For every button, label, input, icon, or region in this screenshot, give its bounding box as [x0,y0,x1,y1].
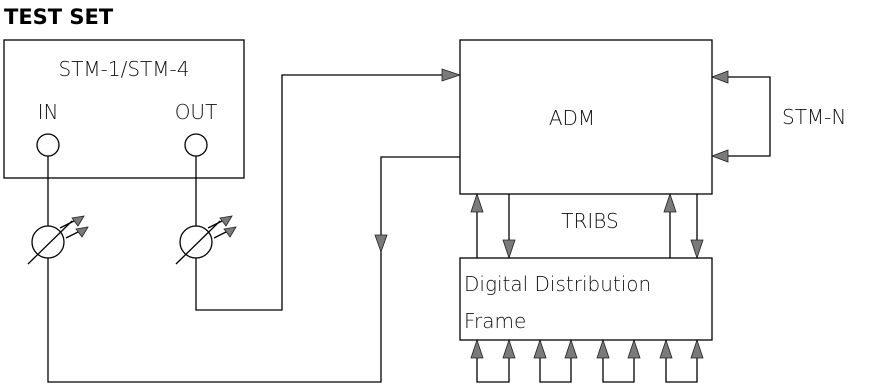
ddf-loopbacks [470,338,704,383]
stm-n-loop [712,76,771,157]
trib-arrow-3 [663,192,677,213]
adm-to-in-arrow [374,234,388,254]
in-label: IN [38,100,59,124]
out-port [184,133,208,157]
title-test-set: TEST SET [4,5,114,29]
ddf-label-line1: Digital Distribution [464,272,651,296]
out-to-adm-arrow [441,68,462,82]
tribs-label: TRIBS [561,209,618,233]
adm-to-in-line [47,156,460,383]
test-set-label: STM-1/STM-4 [59,57,190,81]
in-attenuator [27,215,89,265]
ddf-box [459,257,713,341]
out-attenuator [175,215,237,265]
stm-n-label: STM-N [782,105,846,129]
out-to-adm-line [195,74,460,311]
adm-box [459,39,713,195]
stm-n-arrow-top [710,70,729,84]
trib-arrow-1 [470,192,484,213]
adm-label: ADM [549,106,595,130]
stm-n-arrow-bottom [710,149,729,163]
ddf-label-line2: Frame [464,309,526,333]
trib-arrow-4 [690,239,704,260]
in-port [36,133,60,157]
trib-arrow-2 [502,239,516,260]
out-label: OUT [175,100,218,124]
